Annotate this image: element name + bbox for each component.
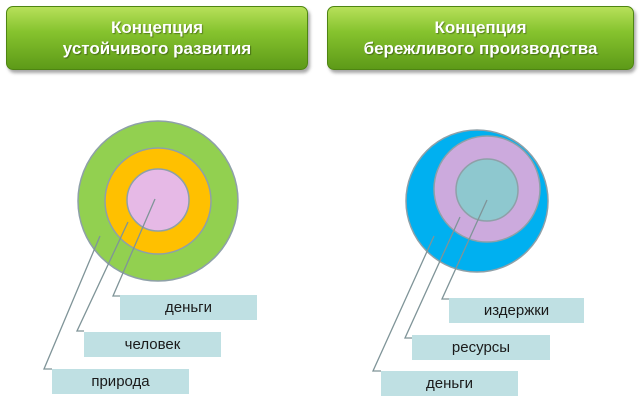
right-label-costs: издержки (449, 298, 584, 323)
right-inner-circle (455, 158, 519, 222)
right-connector-3 (371, 235, 435, 372)
right-title-line2: бережливого производства (363, 39, 598, 58)
left-title-line1: Концепция (110, 18, 204, 37)
right-connector-1 (440, 199, 488, 300)
right-title-line1: Концепция (434, 18, 527, 37)
left-label-human: человек (84, 332, 221, 357)
right-label-resources: ресурсы (412, 335, 550, 360)
left-title-line2: устойчивого развития (62, 39, 252, 58)
left-connector-3 (43, 235, 101, 370)
left-inner-circle (126, 168, 190, 232)
left-panel-title: Концепция устойчивого развития (6, 6, 308, 70)
right-label-money: деньги (381, 371, 518, 396)
left-label-money: деньги (120, 295, 257, 320)
left-label-nature: природа (52, 369, 189, 394)
left-connector-1 (112, 198, 156, 297)
right-connector-2 (403, 216, 461, 339)
left-connector-2 (75, 221, 129, 332)
right-panel-title: Концепция бережливого производства (327, 6, 634, 70)
